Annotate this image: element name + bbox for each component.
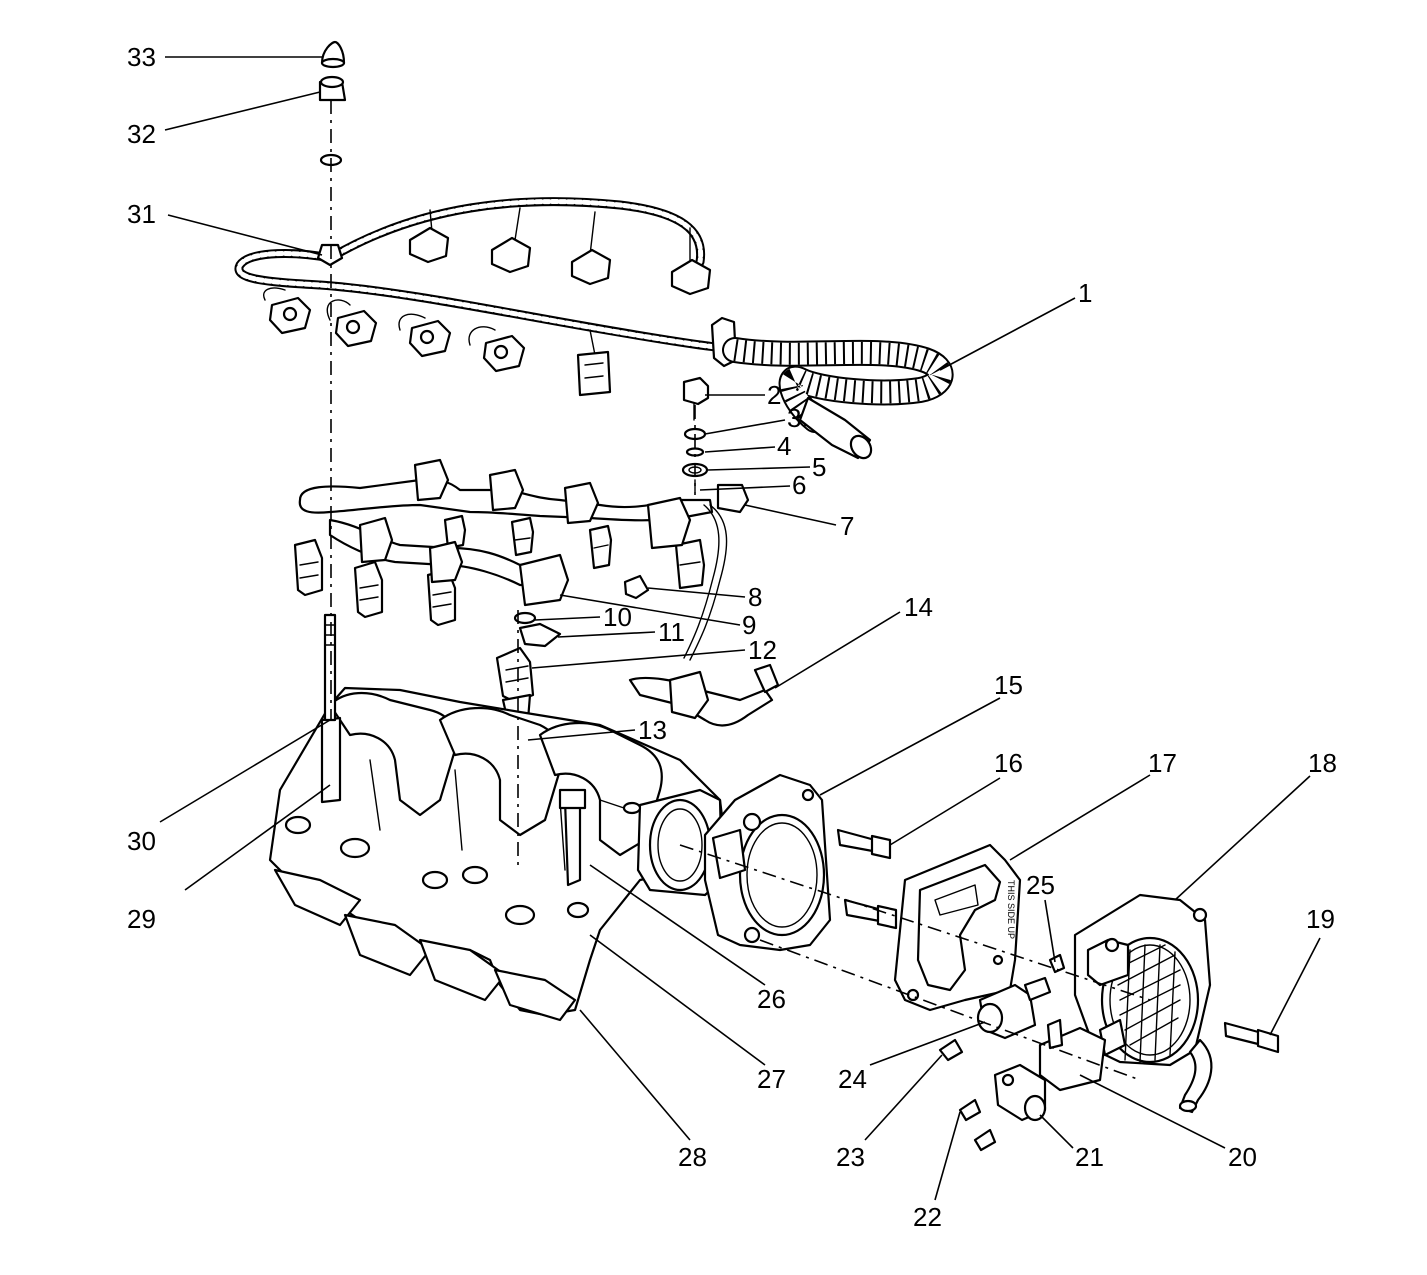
callout-32: 32: [127, 119, 156, 149]
callout-29: 29: [127, 904, 156, 934]
callout-28: 28: [678, 1142, 707, 1172]
wiring-harness: [234, 197, 954, 460]
throttle-sensors: [938, 953, 1107, 1152]
callout-22: 22: [913, 1202, 942, 1232]
part-19-bolt: [1223, 1021, 1264, 1047]
callout-labels: 1 2 3 4 5 6 7 8 9 10 11 12 13 14 15 16 1…: [127, 42, 1337, 1232]
callout-31: 31: [127, 199, 156, 229]
callout-30: 30: [127, 826, 156, 856]
callout-21: 21: [1075, 1142, 1104, 1172]
callout-24: 24: [838, 1064, 867, 1094]
fuel-rail-assembly: [293, 458, 750, 661]
callout-11: 11: [658, 617, 685, 647]
throttle-body-gasket: THIS SIDE UP: [893, 843, 1022, 1012]
callout-4: 4: [777, 431, 791, 461]
part-25-oring: [1048, 953, 1066, 974]
part-12-injector: [495, 646, 535, 704]
throttle-body: [1073, 893, 1280, 1114]
callout-1: 1: [1078, 278, 1092, 308]
callout-16: 16: [994, 748, 1023, 778]
callout-25: 25: [1026, 870, 1055, 900]
fuel-injector-row: [293, 514, 706, 627]
part-10-oring: [513, 611, 537, 625]
callout-19: 19: [1306, 904, 1335, 934]
part-22-screw: [958, 1098, 982, 1122]
callout-20: 20: [1228, 1142, 1257, 1172]
part-23-screw: [938, 1038, 964, 1062]
part-2-sensor: [682, 376, 710, 406]
part-11-clip: [518, 622, 562, 648]
callout-18: 18: [1308, 748, 1337, 778]
throttle-adapter: [703, 773, 898, 952]
fuel-line: [628, 663, 780, 727]
callout-3: 3: [787, 403, 801, 433]
intake-manifold: [268, 686, 727, 1022]
callout-33: 33: [127, 42, 156, 72]
gasket-stamp: THIS SIDE UP: [1006, 880, 1016, 939]
callout-26: 26: [757, 984, 786, 1014]
part-29-stud: [323, 613, 337, 722]
callout-15: 15: [994, 670, 1023, 700]
part-26-bolt: [563, 798, 582, 887]
part-8-cap: [623, 574, 650, 600]
callout-9: 9: [742, 610, 756, 640]
callout-23: 23: [836, 1142, 865, 1172]
part-33-cap: [320, 40, 346, 65]
callout-13: 13: [638, 715, 667, 745]
callout-12: 12: [748, 635, 777, 665]
callout-6: 6: [792, 470, 806, 500]
callout-5: 5: [812, 452, 826, 482]
leader-lines: [159, 56, 1321, 1201]
callout-7: 7: [840, 511, 854, 541]
assembly-centerlines: [330, 100, 1151, 1081]
callout-10: 10: [603, 602, 632, 632]
callout-8: 8: [748, 582, 762, 612]
part-31-nut: [316, 243, 344, 267]
callout-14: 14: [904, 592, 933, 622]
callout-2: 2: [767, 380, 781, 410]
callout-27: 27: [757, 1064, 786, 1094]
part-7-bracket: [716, 483, 750, 514]
callout-17: 17: [1148, 748, 1177, 778]
